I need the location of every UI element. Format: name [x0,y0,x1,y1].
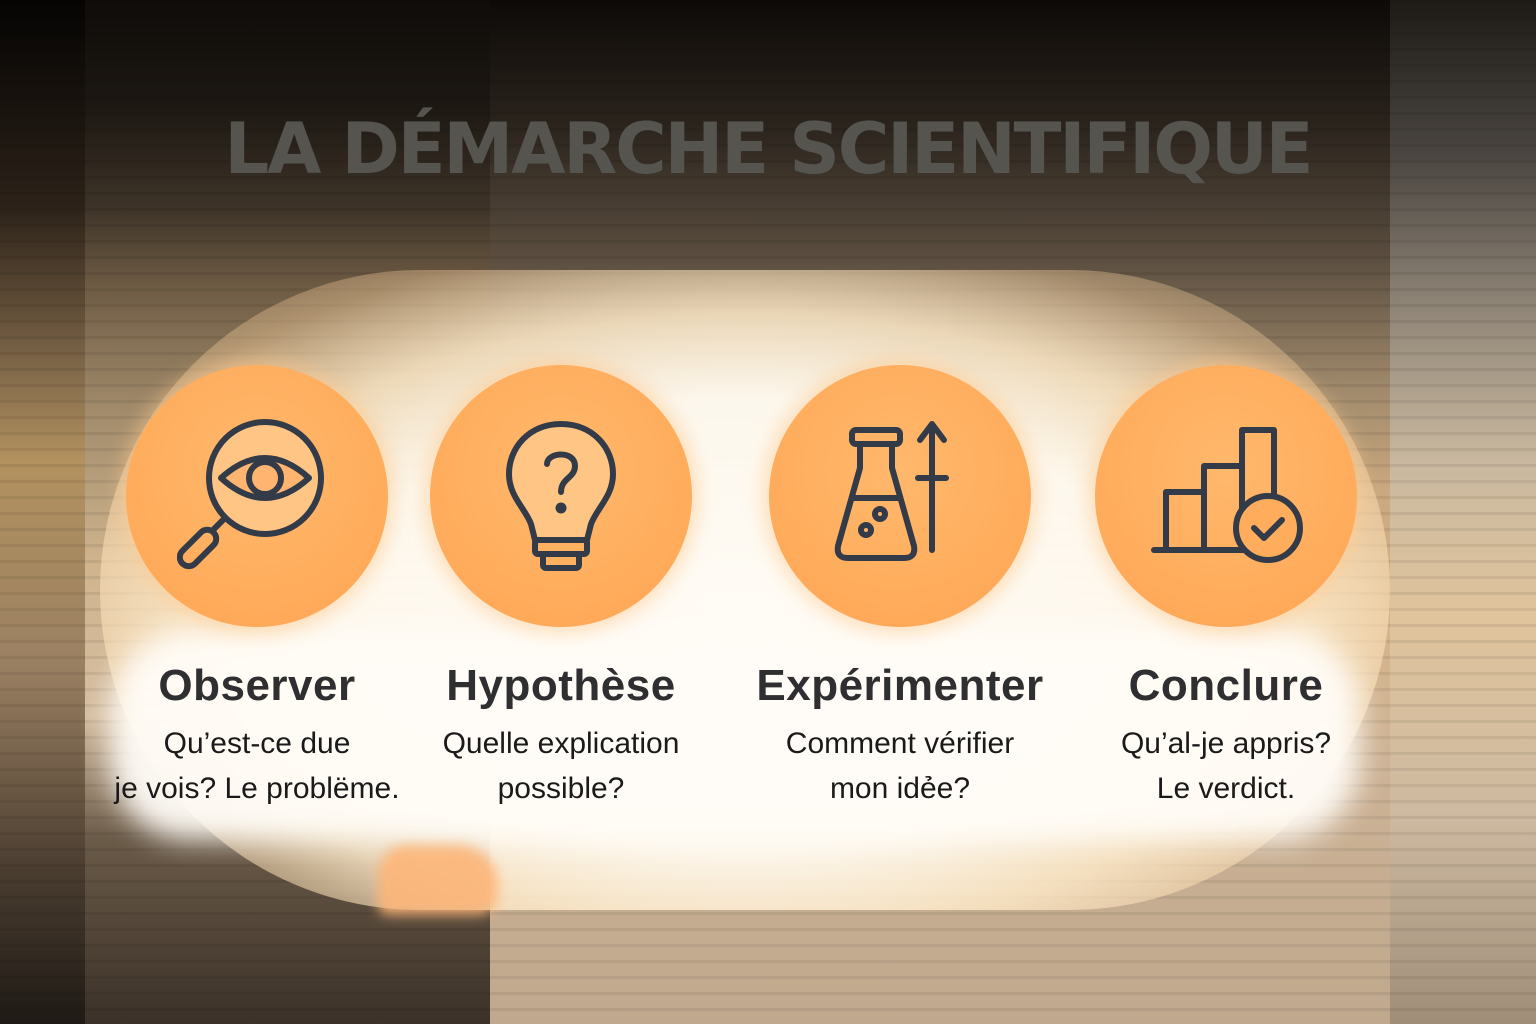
step-description: Qu’est-ce due je vois? Le problëme. [87,721,427,811]
step-description: Qu’al-je appris? Le verdict. [1056,721,1396,811]
step-title: Observer [158,661,356,710]
step-description-line: Le verdict. [1156,772,1296,805]
step-observer: Observer Qu’est-ce due je vois? Le probl… [87,365,427,811]
bar-chart-check-icon [1151,427,1303,563]
step-icon-circle [430,365,692,627]
step-description: Quelle explication possible? [391,721,731,811]
step-title: Conclure [1128,661,1324,710]
step-description-line: Qu’al-je appris? [1120,727,1332,760]
step-icon-circle [1095,365,1357,627]
background-left-band [0,0,85,1024]
step-conclure: Conclure Qu’al-je appris? Le verdict. [1056,365,1396,811]
decorative-blob [378,845,498,915]
lightbulb-question-icon [506,421,616,571]
page-title: LA DÉMARCHE SCIENTIFIQUE [224,108,1313,190]
step-experimenter: Expérimenter Comment vérifier mon idẻe? [730,365,1070,811]
magnifier-eye-icon [177,419,324,570]
step-description-line: je vois? Le problëme. [114,772,400,805]
text-highlight-band [110,630,1360,840]
step-description-line: mon idẻe? [829,772,971,805]
step-description-line: Qu’est-ce due [163,727,351,760]
step-icon-circle [769,365,1031,627]
step-icon-circle [126,365,388,627]
step-description-line: Quelle explication [442,727,680,760]
step-description-line: possible? [497,772,625,805]
step-description: Comment vérifier mon idẻe? [730,721,1070,811]
step-title: Hypothèse [446,661,676,710]
flask-arrow-icon [834,421,949,561]
step-description-line: Comment vérifier [785,727,1015,760]
background-right-band [1390,0,1536,1024]
step-title: Expérimenter [756,661,1044,710]
step-hypothese: Hypothèse Quelle explication possible? [391,365,731,811]
